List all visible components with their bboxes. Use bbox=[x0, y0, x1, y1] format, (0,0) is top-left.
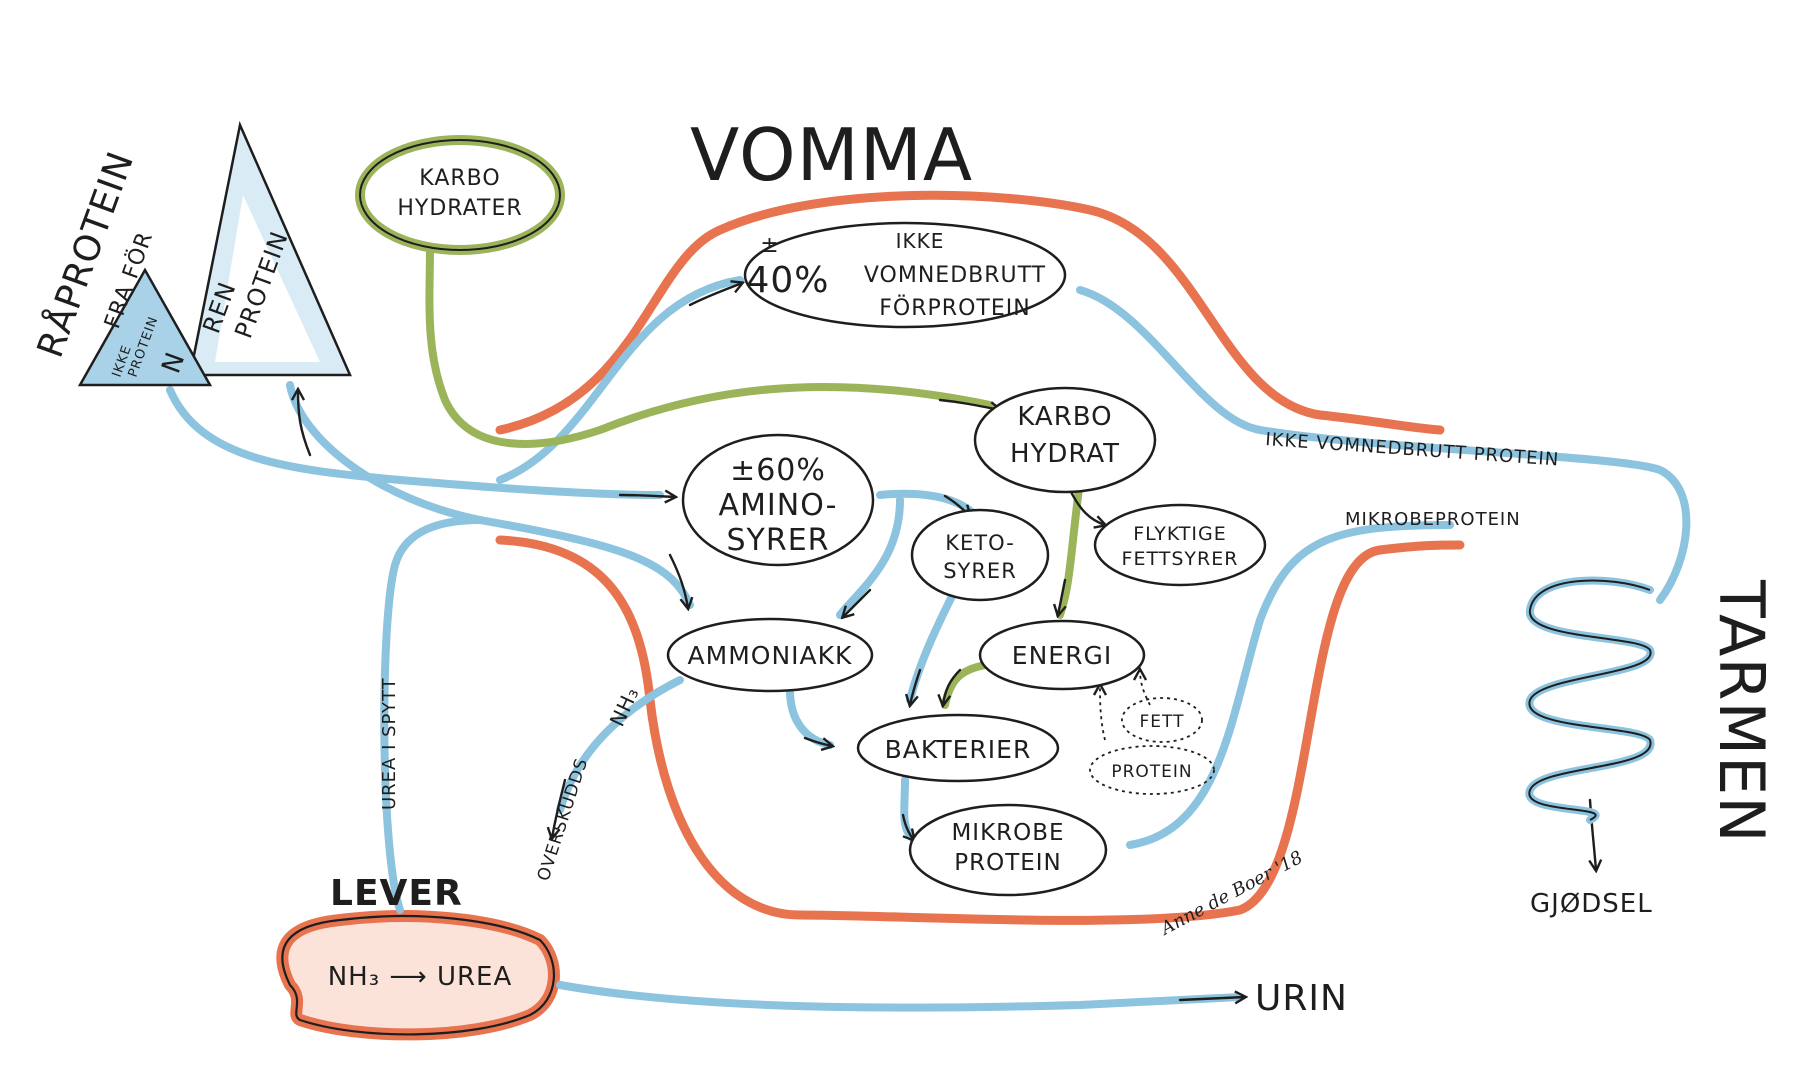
label-60-pct: ±60% bbox=[730, 453, 826, 488]
arrow-to-amino bbox=[618, 495, 675, 497]
label-hydrat-node: HYDRAT bbox=[1010, 439, 1120, 469]
arrow-return-to-feed bbox=[298, 390, 312, 457]
energy-node bbox=[978, 619, 1146, 691]
microbe-protein-node bbox=[908, 803, 1108, 897]
title-vomma: VOMMA bbox=[690, 113, 973, 197]
label-40-pct: 40% bbox=[746, 260, 829, 301]
flow-undegraded-to-intestine bbox=[1076, 286, 1691, 604]
arrow-energy-to-bacteria bbox=[943, 668, 962, 705]
label-tarmen: TARMEN bbox=[1705, 579, 1778, 844]
undegraded-protein-node bbox=[743, 221, 1067, 329]
label-ikke-vomnedbrutt-protein: IKKE VOMNEDBRUTT PROTEIN bbox=[1265, 429, 1560, 470]
karbohydrat-node bbox=[973, 386, 1157, 494]
flow-ammonia-excess bbox=[556, 676, 684, 814]
arrow-to-urine bbox=[1178, 997, 1245, 1000]
label-ammoniakk: AMMONIAKK bbox=[688, 641, 853, 670]
arrow-fat-to-energy bbox=[1140, 670, 1151, 706]
keto-acids-node bbox=[910, 508, 1050, 602]
signature: Anne de Boer '18 bbox=[1156, 847, 1307, 940]
label-hydrater-feed: HYDRATER bbox=[397, 196, 522, 221]
liver-outline bbox=[281, 914, 556, 1036]
label-pm-40: ± bbox=[760, 233, 779, 258]
flow-feed-left-to-amino bbox=[166, 386, 664, 499]
label-karbo-node: KARBO bbox=[1017, 402, 1112, 432]
label-protein-source: PROTEIN bbox=[1111, 762, 1192, 782]
label-fett: FETT bbox=[1140, 712, 1185, 732]
label-karbo-feed: KARBO bbox=[419, 166, 500, 191]
rumen-wall-top bbox=[495, 190, 1445, 435]
flow-urea-saliva bbox=[380, 516, 484, 914]
arrow-to-ammonia bbox=[668, 553, 688, 608]
intestine-coils-ink bbox=[1528, 579, 1652, 821]
label-syrer: SYRER bbox=[726, 523, 829, 558]
flow-bacteria-to-microbe bbox=[900, 776, 919, 844]
label-flyktige: FLYKTIGE bbox=[1133, 523, 1227, 545]
rumen-wall-bottom bbox=[495, 535, 1465, 925]
fat-node bbox=[1121, 697, 1203, 743]
flow-liver-to-urine bbox=[556, 981, 1244, 1012]
flow-energy-to-bacteria bbox=[941, 661, 989, 709]
label-mikrobeprotein: MIKROBEPROTEIN bbox=[1345, 509, 1521, 530]
label-lever-reaction: NH₃ ⟶ UREA bbox=[328, 962, 513, 992]
arrow-amino-to-ammonia bbox=[843, 588, 872, 617]
label-keto: KETO- bbox=[945, 531, 1015, 555]
label-energi: ENERGI bbox=[1012, 641, 1112, 670]
label-fettsyrer: FETTSYRER bbox=[1122, 548, 1239, 570]
flow-feedprotein-to-undegraded bbox=[496, 276, 744, 484]
arrow-to-undegraded bbox=[688, 283, 742, 307]
label-lever: LEVER bbox=[330, 873, 463, 914]
flow-microbe-to-intestine bbox=[1126, 521, 1454, 849]
arrow-ammonia-to-bacteria bbox=[803, 736, 832, 746]
bacteria-node bbox=[856, 713, 1060, 783]
label-keto-syrer: SYRER bbox=[943, 559, 1017, 583]
label-bakterier: BAKTERIER bbox=[885, 735, 1032, 764]
label-urea-i-spytt: UREA I SPYTT bbox=[379, 677, 400, 810]
label-mikrobe-protein: PROTEIN bbox=[954, 850, 1062, 876]
intestine-coils bbox=[1525, 576, 1655, 824]
arrow-karbohydrat-to-fettsyrer bbox=[1068, 488, 1105, 525]
volatile-fatty-acids-node bbox=[1093, 503, 1267, 587]
ammonia-node bbox=[666, 617, 874, 693]
label-forprotein: FÖRPROTEIN bbox=[879, 295, 1030, 321]
label-ikke-2: IKKE bbox=[896, 229, 945, 253]
arrow-to-manure bbox=[1590, 798, 1596, 870]
ren-protein-triangle-inner bbox=[215, 195, 320, 362]
amino-acids-node bbox=[681, 433, 875, 567]
label-urin: URIN bbox=[1255, 978, 1348, 1019]
label-amino: AMINO- bbox=[719, 488, 838, 523]
protein-source-node bbox=[1089, 745, 1215, 795]
flow-ammonia-to-bacteria bbox=[786, 686, 834, 749]
ikke-protein-triangle bbox=[77, 267, 213, 387]
label-gjodsel: GJØDSEL bbox=[1530, 889, 1653, 919]
label-vomnedbrutt: VOMNEDBRUTT bbox=[864, 263, 1046, 288]
flow-carbo-feed-to-rumen bbox=[425, 241, 994, 448]
label-mikrobe: MIKROBE bbox=[951, 820, 1064, 846]
arrow-excess-to-liver bbox=[552, 778, 567, 838]
arrow-karbohydrat-to-energy bbox=[1058, 578, 1065, 615]
label-overskudds: OVERSKUDDS bbox=[534, 755, 593, 883]
arrow-keto-to-bacteria bbox=[910, 668, 922, 705]
arrow-protein-to-energy bbox=[1100, 685, 1105, 741]
